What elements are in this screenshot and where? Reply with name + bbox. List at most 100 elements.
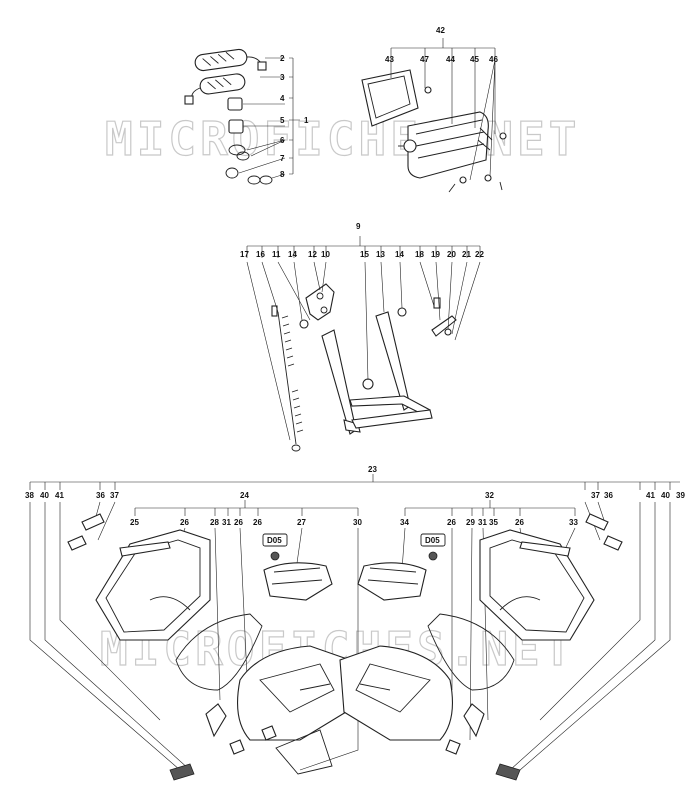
d05-tag-left	[262, 533, 288, 547]
d05-tag-left-label: D05	[267, 536, 282, 545]
label-35: 35	[489, 518, 498, 527]
label-23: 23	[368, 465, 377, 474]
label-36-right: 36	[604, 491, 613, 500]
label-28: 28	[210, 518, 219, 527]
label-13: 13	[376, 250, 385, 259]
ring-clip-3	[225, 167, 239, 179]
label-5: 5	[280, 116, 285, 125]
label-9: 9	[356, 222, 361, 231]
d05-tag-right	[420, 533, 446, 547]
left-seal	[175, 613, 263, 691]
label-25: 25	[130, 518, 139, 527]
right-pannier-lid	[339, 645, 453, 741]
label-30: 30	[353, 518, 362, 527]
grip-left-part	[184, 73, 246, 105]
left-reflector	[205, 703, 227, 738]
label-32: 32	[485, 491, 494, 500]
washer-46b	[484, 174, 492, 182]
label-44: 44	[446, 55, 455, 64]
stand-group: 9 17 16 11 14 12 10 15 13 14 18 19 20 21…	[240, 222, 484, 452]
label-36-left: 36	[96, 491, 105, 500]
d05-tag-right-label: D05	[425, 536, 440, 545]
right-hinge	[585, 513, 609, 531]
label-18: 18	[415, 250, 424, 259]
label-26-c: 26	[253, 518, 262, 527]
label-47: 47	[420, 55, 429, 64]
lever-18	[431, 315, 457, 337]
label-16: 16	[256, 250, 265, 259]
label-21: 21	[462, 250, 471, 259]
label-42: 42	[436, 26, 445, 35]
label-43: 43	[385, 55, 394, 64]
label-8: 8	[280, 170, 285, 179]
bushing-14a	[299, 319, 309, 329]
label-3: 3	[280, 73, 285, 82]
ring-clip-2	[236, 151, 250, 161]
pannier-group: D05 D05 23 24 32 38 40 41	[25, 465, 685, 781]
label-40-right: 40	[661, 491, 670, 500]
label-34: 34	[400, 518, 409, 527]
right-lock-part	[495, 763, 521, 781]
label-19: 19	[431, 250, 440, 259]
screw-45	[499, 132, 507, 140]
label-31-left: 31	[222, 518, 231, 527]
label-26-d: 26	[447, 518, 456, 527]
label-14a: 14	[288, 250, 297, 259]
center-stand	[375, 311, 411, 411]
connector-block	[227, 97, 243, 111]
left-lock-part	[169, 763, 195, 781]
label-26-a: 26	[180, 518, 189, 527]
washer-46a	[459, 176, 467, 184]
label-33: 33	[569, 518, 578, 527]
label-6: 6	[280, 136, 285, 145]
label-37-left: 37	[110, 491, 119, 500]
left-pannier-frame	[95, 529, 211, 641]
label-41-left: 41	[55, 491, 64, 500]
label-41-right: 41	[646, 491, 655, 500]
label-15: 15	[360, 250, 369, 259]
label-38: 38	[25, 491, 34, 500]
clip-block	[228, 119, 244, 134]
label-27: 27	[297, 518, 306, 527]
label-4: 4	[280, 94, 285, 103]
label-26-e: 26	[515, 518, 524, 527]
cover-housing	[407, 111, 489, 179]
bushing-14b	[397, 307, 407, 317]
label-31-right: 31	[478, 518, 487, 527]
left-hinge	[81, 513, 105, 531]
ring-clip-4	[247, 175, 261, 185]
label-22: 22	[475, 250, 484, 259]
right-lid-trim	[519, 541, 571, 557]
label-2: 2	[280, 54, 285, 63]
label-1: 1	[304, 116, 309, 125]
left-inner-tray	[263, 562, 333, 601]
label-37-right: 37	[591, 491, 600, 500]
right-inner-tray	[357, 562, 427, 601]
label-39: 39	[676, 491, 685, 500]
grip-assembly-group: 2 3 4 5 1 6 7 8	[184, 48, 309, 185]
label-46: 46	[489, 55, 498, 64]
label-12: 12	[308, 250, 317, 259]
gasket-plate	[361, 69, 419, 127]
right-reflector	[463, 703, 485, 738]
left-lid-trim	[119, 541, 171, 557]
spring-part	[271, 305, 304, 452]
label-24: 24	[240, 491, 249, 500]
label-20: 20	[447, 250, 456, 259]
screw-47	[424, 86, 432, 94]
label-14b: 14	[395, 250, 404, 259]
label-26-b: 26	[234, 518, 243, 527]
right-pannier-frame	[479, 529, 595, 641]
right-seal	[427, 613, 515, 691]
ring-clip-5	[259, 175, 273, 185]
label-17: 17	[240, 250, 249, 259]
side-stand	[321, 329, 357, 435]
label-11: 11	[272, 250, 281, 259]
grip-right-part	[194, 48, 267, 72]
label-40-left: 40	[40, 491, 49, 500]
label-29: 29	[466, 518, 475, 527]
watermark-top: MICROFICHES.NET	[105, 112, 580, 166]
label-7: 7	[280, 154, 285, 163]
label-10: 10	[321, 250, 330, 259]
